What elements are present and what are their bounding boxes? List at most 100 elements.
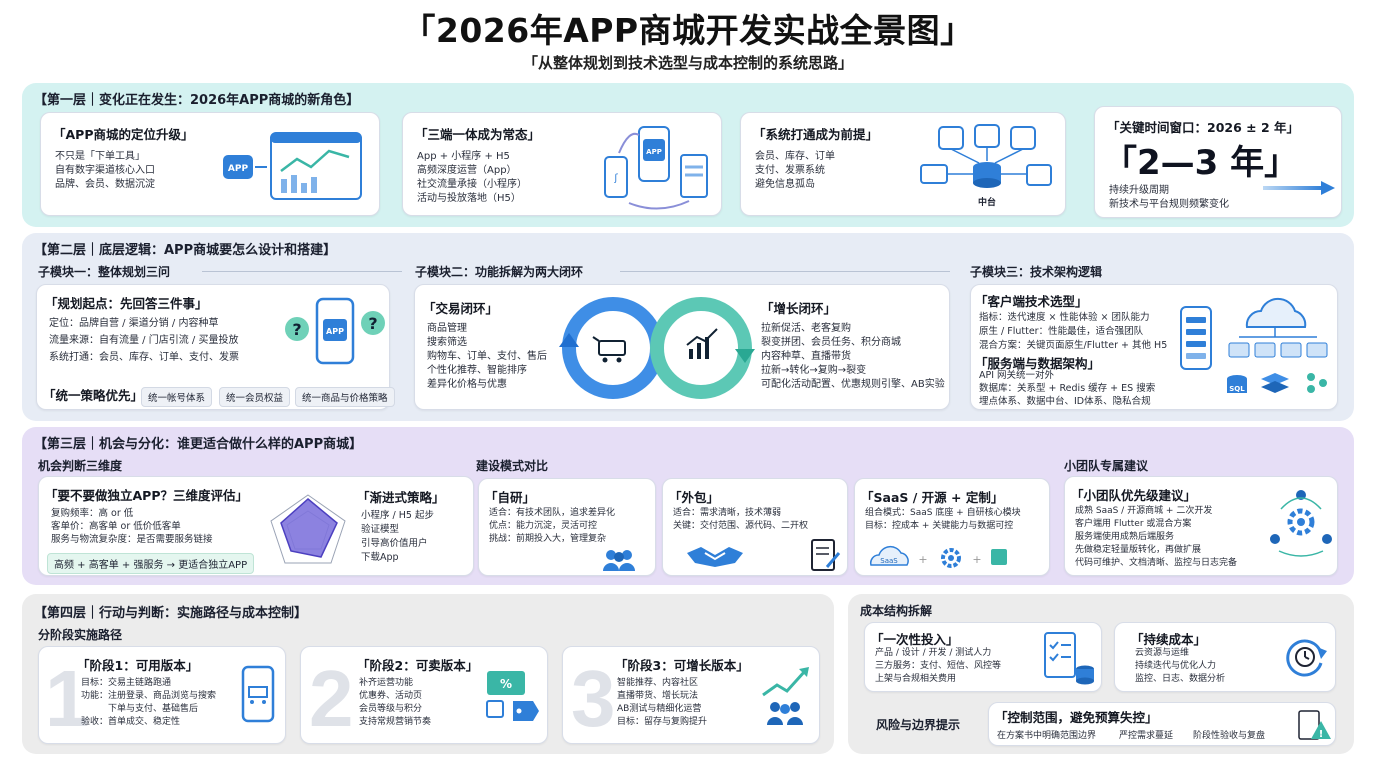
plan-title: 「规划起点：先回答三件事」 <box>45 296 208 311</box>
stage-lines: 补齐运营功能 优惠券、活动页 会员等级与积分 支持常规营销节奏 <box>359 678 432 727</box>
radar-chart-icon <box>270 494 346 564</box>
loops-card: 「交易闭环」 商品管理 搜索筛选 购物车、订单、支付、售后 个性化推荐、智能排序… <box>414 284 950 410</box>
layer3-band: 【第三层｜机会与分化：谁更适合做什么样的APP商城】 机会判断三维度 建设模式对… <box>22 427 1354 585</box>
time-window-title: 「关键时间窗口：2026 ± 2 年」 <box>1107 120 1300 135</box>
self-build-title: 「自研」 <box>485 490 536 505</box>
layer4-band: 【第四层｜行动与判断：实施路径与成本控制】 分阶段实施路径 1 「阶段1：可用版… <box>22 594 834 754</box>
server-arch-title: 「服务端与数据架构」 <box>975 356 1101 371</box>
layer2-band: 【第二层｜底层逻辑：APP商城要怎么设计和搭建】 子模块一：整体规划三问 子模块… <box>22 233 1354 421</box>
growth-users-icon <box>762 667 809 725</box>
self-build-lines: 适合：有技术团队，追求差异化 优点：能力沉淀，灵活可控 挑战：前期投入大，管理复… <box>489 508 616 544</box>
risk-chip: 在方案书中明确范围边界 <box>997 731 1097 741</box>
team-icon <box>603 550 635 571</box>
arrow-right-icon <box>1263 181 1335 195</box>
layer4-heading: 【第四层｜行动与判断：实施路径与成本控制】 <box>34 606 308 621</box>
small-team-lines: 成熟 SaaS / 开源商城 + 二次开发 客户端用 Flutter 或混合方案… <box>1075 506 1238 568</box>
question-phone-icon: ? APP ? <box>285 297 385 365</box>
handshake-icon <box>687 547 743 567</box>
time-window-big: 「2—3 年」 <box>1103 143 1299 183</box>
growth-loop-lines: 拉新促活、老客复购 裂变拼团、会员任务、积分商城 内容种草、直播带货 拉新→转化… <box>761 323 945 390</box>
saas-lines: 组合模式：SaaS 底座 + 自研核心模块 目标：控成本 + 关键能力与数据可控 <box>865 508 1021 531</box>
server-arch-lines: API 网关统一对外 数据库：关系型 + Redis 缓存 + ES 搜索 埋点… <box>979 370 1156 407</box>
risk-chip: 阶段性验收与复盘 <box>1193 731 1266 741</box>
module-2-heading: 子模块二：功能拆解为两大闭环 <box>415 265 584 279</box>
page-subtitle: 「从整体规划到技术选型与成本控制的系统思路」 <box>522 54 853 72</box>
time-window-card: 「关键时间窗口：2026 ± 2 年」 「2—3 年」 持续升级周期 新技术与平… <box>1094 106 1342 218</box>
saas-title: 「SaaS / 开源 + 定制」 <box>861 490 1004 505</box>
svg-text:?: ? <box>368 314 377 333</box>
opportunity-heading: 机会判断三维度 <box>38 459 123 473</box>
recurring-clock-icon <box>1286 639 1327 677</box>
growth-loop-title: 「增长闭环」 <box>761 301 837 316</box>
outsource-title: 「外包」 <box>669 490 720 505</box>
card-lines: App + 小程序 + H5 高频深度运营（App） 社交流量承接（小程序） 活… <box>417 151 527 204</box>
cloud-architecture-icon: SQL <box>1180 297 1328 393</box>
one-time-cost-lines: 产品 / 设计 / 开发 / 测试人力 三方服务：支付、短信、风控等 上架与合规… <box>875 648 1002 684</box>
eval-card: 「要不要做独立APP？三维度评估」 复购频率：高 or 低 客单价：高客单 or… <box>38 476 474 576</box>
card-title: 「三端一体成为常态」 <box>415 127 541 142</box>
sql-label: SQL <box>1229 385 1245 393</box>
ongoing-cost-title: 「持续成本」 <box>1131 632 1207 647</box>
card-positioning: 「APP商城的定位升级」 不只是「下单工具」 自有数字渠道核心入口 品牌、会员、… <box>40 112 380 216</box>
middle-platform-label: 中台 <box>978 196 996 208</box>
outsource-lines: 适合：需求清晰，技术薄弱 关键：交付范围、源代码、二开权 <box>673 508 809 531</box>
stage-1-card: 1 「阶段1：可用版本」 目标：交易主链路跑通 功能：注册登录、商品浏览与搜索 … <box>38 646 286 744</box>
layer1-band: 【第一层｜变化正在发生：2026年APP商城的新角色】 「APP商城的定位升级」… <box>22 83 1354 227</box>
tech-card: 「客户端技术选型」 指标：迭代速度 × 性能体验 × 团队能力 原生 / Flu… <box>970 284 1338 410</box>
stage-title: 「阶段3：可增长版本」 <box>615 658 749 673</box>
client-tech-title: 「客户端技术选型」 <box>975 294 1088 309</box>
middle-platform-icon: 中台 <box>920 124 1052 208</box>
saas-combo-icon: SaaS + + <box>870 545 1007 568</box>
module-3-heading: 子模块三：技术架构逻辑 <box>970 265 1103 279</box>
one-time-cost-title: 「一次性投入」 <box>871 632 959 647</box>
risk-chip: 严控需求蔓延 <box>1119 731 1174 741</box>
gradual-lines: 小程序 / H5 起步 验证模型 引导高价值用户 下载App <box>361 510 434 563</box>
coupon-tag-icon: % <box>486 671 539 721</box>
plan-card: 「规划起点：先回答三件事」 定位：品牌自营 / 渠道分销 / 内容种草 流量来源… <box>36 284 395 410</box>
trade-loop-lines: 商品管理 搜索筛选 购物车、订单、支付、售后 个性化推荐、智能排序 差异化价格与… <box>427 323 547 390</box>
one-time-cost-card: 「一次性投入」 产品 / 设计 / 开发 / 测试人力 三方服务：支付、短信、风… <box>864 622 1102 692</box>
dual-loop-icon <box>559 297 755 399</box>
small-team-card: 「小团队优先级建议」 成熟 SaaS / 开源商城 + 二次开发 客户端用 Fl… <box>1064 476 1338 576</box>
stage-title: 「阶段1：可用版本」 <box>77 658 199 673</box>
checklist-coins-icon <box>1044 632 1094 685</box>
card-integration: 「系统打通成为前提」 会员、库存、订单 支付、发票系统 避免信息孤岛 中台 <box>740 112 1066 216</box>
eval-title: 「要不要做独立APP？三维度评估」 <box>45 488 248 503</box>
app-icon-label: APP <box>646 148 662 156</box>
eval-result-badge: 高频 + 高客单 + 强服务 → 更适合独立APP <box>47 553 255 574</box>
outsource-card: 「外包」 适合：需求清晰，技术薄弱 关键：交付范围、源代码、二开权 <box>662 478 848 576</box>
svg-text:%: % <box>500 677 512 691</box>
small-team-title: 「小团队优先级建议」 <box>1071 488 1197 503</box>
module-divider <box>202 271 402 272</box>
warning-doc-icon: ! <box>1298 710 1331 740</box>
page-title: 「2026年APP商城开发实战全景图」 <box>402 11 974 50</box>
card-three-ends: 「三端一体成为常态」 App + 小程序 + H5 高频深度运营（App） 社交… <box>402 112 722 216</box>
saas-card: 「SaaS / 开源 + 定制」 组合模式：SaaS 底座 + 自研核心模块 目… <box>854 478 1050 576</box>
layer1-heading: 【第一层｜变化正在发生：2026年APP商城的新角色】 <box>34 93 360 108</box>
svg-text:+: + <box>972 553 981 566</box>
gradual-title: 「渐进式策略」 <box>357 490 445 505</box>
card-title: 「系统打通成为前提」 <box>753 127 879 142</box>
ongoing-cost-card: 「持续成本」 云资源与运维 持续迭代与优化人力 监控、日志、数据分析 <box>1114 622 1336 692</box>
ongoing-cost-lines: 云资源与运维 持续迭代与优化人力 监控、日志、数据分析 <box>1135 648 1226 684</box>
small-team-heading: 小团队专属建议 <box>1064 459 1149 473</box>
svg-text:ʃ: ʃ <box>613 173 618 184</box>
layer2-heading: 【第二层｜底层逻辑：APP商城要怎么设计和搭建】 <box>34 243 337 258</box>
card-title: 「APP商城的定位升级」 <box>53 127 194 142</box>
plan-lines: 定位：品牌自营 / 渠道分销 / 内容种草 流量来源：自有流量 / 门店引流 /… <box>49 318 239 363</box>
unify-chip: 统一帐号体系 <box>141 387 213 407</box>
eval-lines: 复购频率：高 or 低 客单价：高客单 or 低价低客单 服务与物流复杂度：是否… <box>51 508 213 545</box>
unify-title: 「统一策略优先」 <box>43 388 144 403</box>
risk-heading: 风险与边界提示 <box>876 718 961 732</box>
stage-3-card: 3 「阶段3：可增长版本」 智能推荐、内容社区 直播带货、增长玩法 AB测试与精… <box>562 646 820 744</box>
app-icon-label: APP <box>326 327 344 336</box>
saas-icon-label: SaaS <box>880 557 898 565</box>
stage-title: 「阶段2：可卖版本」 <box>357 658 479 673</box>
risk-title: 「控制范围，避免预算失控」 <box>995 710 1158 725</box>
self-build-card: 「自研」 适合：有技术团队，追求差异化 优点：能力沉淀，灵活可控 挑战：前期投入… <box>478 478 656 576</box>
unify-chip: 统一商品与价格策略 <box>295 387 395 407</box>
layer3-heading: 【第三层｜机会与分化：谁更适合做什么样的APP商城】 <box>34 437 363 452</box>
contract-icon <box>811 539 841 571</box>
cost-band: 成本结构拆解 「一次性投入」 产品 / 设计 / 开发 / 测试人力 三方服务：… <box>848 594 1354 754</box>
team-gear-icon <box>1270 490 1332 557</box>
